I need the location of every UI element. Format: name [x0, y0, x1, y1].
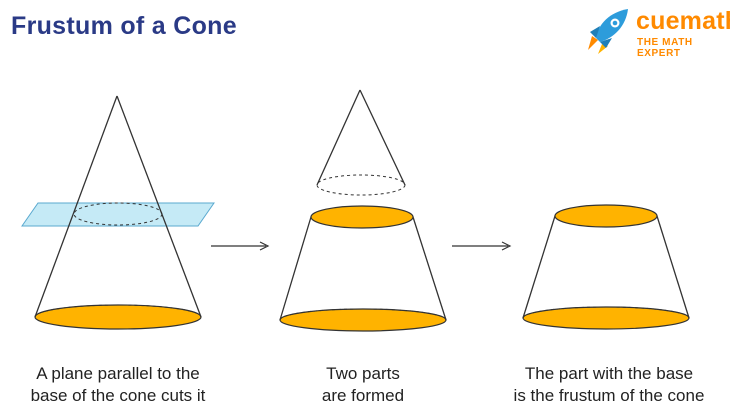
cone-base [34, 304, 202, 330]
caption-line: is the frustum of the cone [513, 386, 705, 405]
frustum-left-edge [279, 216, 312, 321]
cutting-plane [21, 202, 215, 227]
frustum-top-base [310, 205, 414, 229]
caption-line: A plane parallel to the [36, 364, 200, 383]
stage-3-frustum [522, 204, 690, 330]
small-cone-left-edge [316, 89, 361, 186]
frustum-right-edge [412, 216, 447, 321]
small-cone-base [316, 174, 406, 196]
caption-line: The part with the base [524, 364, 694, 383]
page-title: Frustum of a Cone [11, 12, 237, 40]
caption-plane-cuts: A plane parallel to the base of the cone… [8, 363, 228, 407]
arrow-right-icon [211, 241, 270, 251]
arrow-right-icon [452, 241, 512, 251]
frustum-right-edge [656, 215, 690, 319]
frustum-left-edge [522, 215, 556, 319]
cone-base-hidden-edge [34, 304, 202, 318]
small-cone-right-edge [359, 89, 406, 186]
stage-2-two-parts [279, 89, 447, 332]
brand-name: cuemath [636, 7, 730, 35]
caption-line: are formed [321, 386, 405, 405]
caption-line: base of the cone cuts it [30, 386, 206, 405]
cone-right-edge [116, 95, 202, 318]
brand-tagline: THE MATH EXPERT [637, 37, 693, 59]
caption-two-parts: Two parts are formed [283, 363, 443, 407]
caption-frustum: The part with the base is the frustum of… [494, 363, 724, 407]
brand-logo: cuemath THE MATH EXPERT [584, 6, 730, 59]
stage-1-cone-with-plane [21, 95, 215, 330]
caption-line: Two parts [326, 364, 400, 383]
rocket-icon [588, 9, 628, 54]
cone-left-edge [34, 95, 118, 318]
frustum-top-base [554, 204, 658, 228]
